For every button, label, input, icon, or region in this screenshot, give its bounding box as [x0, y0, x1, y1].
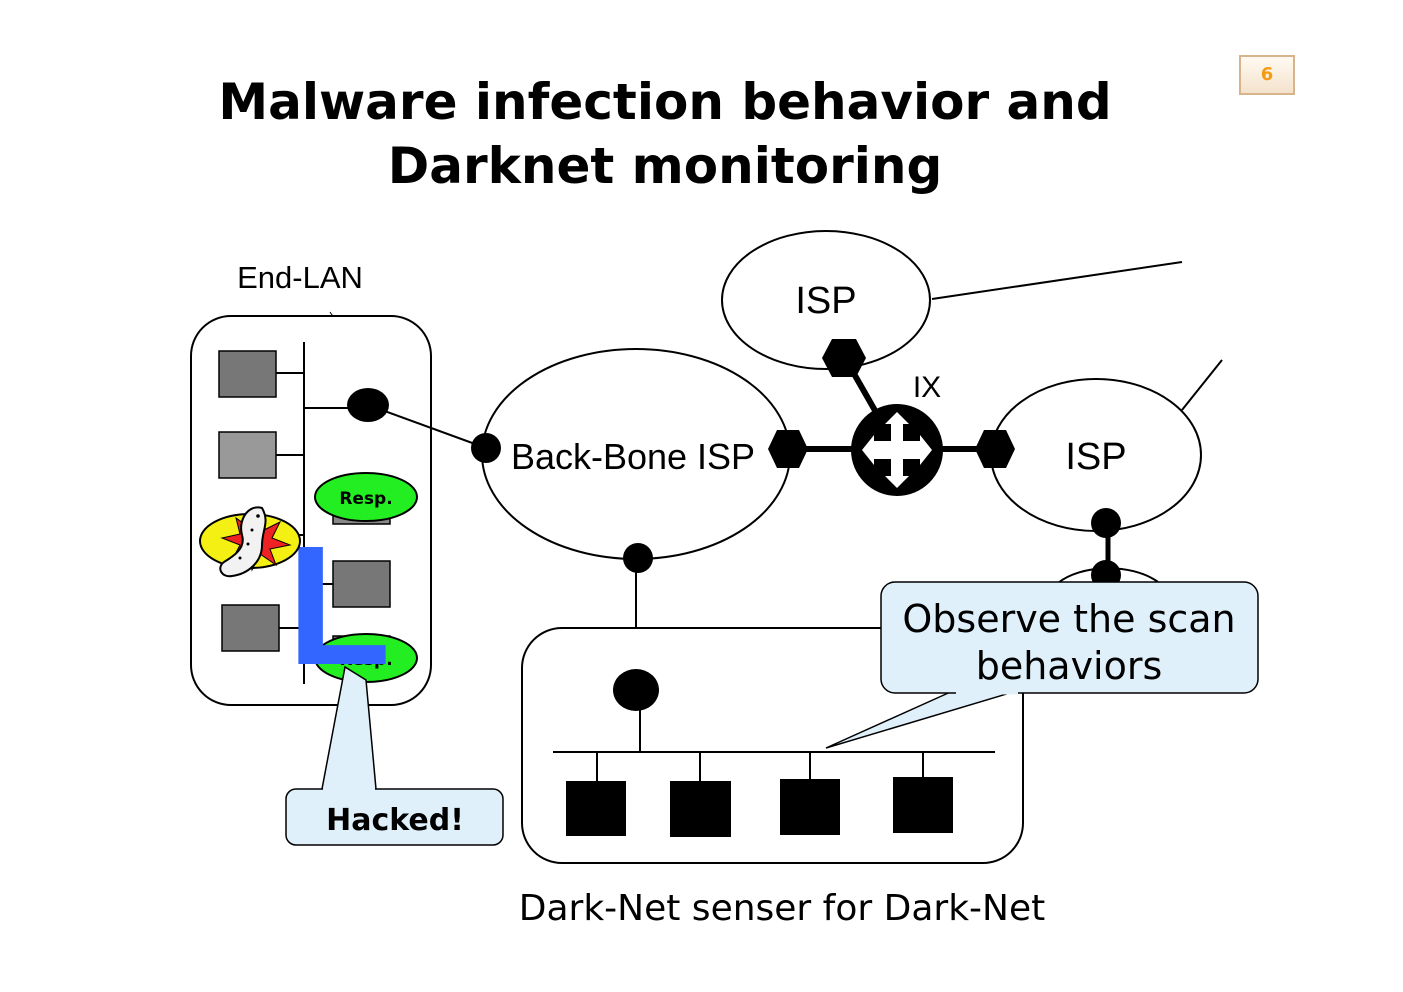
backbone-lan-node — [471, 433, 501, 463]
resp-label-top: Resp. — [339, 489, 392, 509]
resp-badge-top — [314, 472, 418, 522]
malware-worm-icon — [199, 506, 301, 578]
lan-host — [221, 604, 280, 652]
backbone-darknet-node — [623, 543, 653, 573]
darknet-sensor — [670, 781, 731, 837]
lan-host — [218, 350, 277, 398]
observe-label-line-1: Observe the scan — [902, 597, 1235, 641]
slide-title: Malware infection behavior and Darknet m… — [150, 70, 1180, 198]
darknet-sensor-node — [613, 669, 659, 711]
ix-router-icon — [851, 404, 943, 496]
observe-label-line-2: behaviors — [976, 644, 1163, 688]
page-number-badge: 6 — [1239, 55, 1295, 95]
darknet-sensors — [566, 752, 953, 837]
title-line-1: Malware infection behavior and — [218, 73, 1112, 131]
isp-top-label: ISP — [795, 280, 856, 322]
darknet-caption: Dark-Net senser for Dark-Net — [519, 888, 1045, 929]
isp-right-ix-hexagon — [975, 430, 1015, 468]
darknet-sensor — [893, 777, 953, 833]
resp-label-bottom: Resp. — [339, 650, 392, 670]
darknet-sensor — [566, 781, 626, 836]
blue-l-letter: L — [287, 511, 391, 701]
isp-right-label: ISP — [1065, 436, 1126, 478]
observe-callout — [880, 581, 1259, 694]
end-lan-label: End-LAN — [237, 260, 363, 295]
ix-label: IX — [913, 371, 941, 404]
hacked-callout — [285, 788, 504, 846]
isp-top-cloud — [721, 230, 931, 370]
hacked-label: Hacked! — [326, 803, 464, 838]
title-line-2: Darknet monitoring — [387, 137, 943, 195]
backbone-ix-hexagon — [768, 430, 808, 468]
isp-top-ix-hexagon — [822, 339, 866, 377]
lan-host — [332, 560, 391, 608]
lan-host — [218, 431, 277, 479]
backbone-isp-label: Back-Bone ISP — [511, 436, 755, 477]
darknet-sensor — [780, 779, 840, 835]
